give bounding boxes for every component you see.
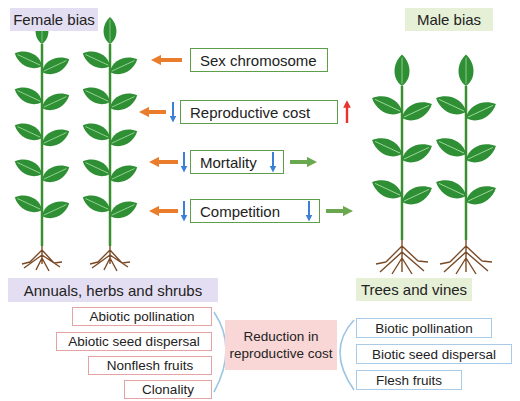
plant-leaf [104, 17, 117, 44]
plant-leaf [399, 97, 436, 125]
effect-arrow [144, 110, 166, 114]
group-header: Trees and vines [356, 278, 472, 301]
female-plant [80, 17, 140, 271]
trait-box: Biotic pollination [356, 318, 492, 338]
plant-leaf [80, 83, 113, 109]
plant-leaf [12, 191, 45, 217]
plant-leaf [433, 91, 470, 119]
box-text: Reduction in reproductive cost [225, 328, 337, 362]
plant-leaf [399, 181, 436, 209]
trait-box: Abiotic pollination [72, 307, 212, 326]
box-text: Mortality [200, 154, 283, 171]
group-header: Male bias [405, 8, 493, 31]
plant-leaf [80, 119, 113, 145]
plant-leaf [395, 55, 410, 87]
plant-leaf [12, 83, 45, 109]
box-text: Reproductive cost [190, 104, 337, 121]
plant-leaf [369, 133, 406, 161]
box-text: Annuals, herbs and shrubs [24, 282, 202, 299]
plant-leaf [12, 155, 45, 181]
effect-arrow [154, 160, 178, 164]
plant-leaf [39, 125, 72, 151]
plant-leaf [80, 47, 113, 73]
plant-leaf [399, 139, 436, 167]
factor-box: Mortality [190, 150, 284, 174]
box-text: Trees and vines [361, 281, 467, 298]
box-text: Female bias [13, 11, 95, 28]
group-header: Annuals, herbs and shrubs [8, 278, 218, 302]
trait-box: Flesh fruits [356, 370, 462, 390]
plant-leaf [39, 53, 72, 79]
plant-leaf [459, 55, 474, 87]
plant-leaf [369, 175, 406, 203]
effect-arrow [326, 209, 348, 213]
trait-box: Biotic seed dispersal [356, 344, 512, 364]
decrease-arrow [172, 102, 174, 119]
plant-leaf [107, 125, 140, 151]
male-plant [433, 55, 499, 275]
summary-box: Reduction in reproductive cost [225, 320, 337, 370]
box-text: Sex chromosome [200, 52, 327, 69]
factor-box: Sex chromosome [190, 48, 328, 72]
plant-leaf [12, 119, 45, 145]
plant-leaf [39, 197, 72, 223]
decrease-arrow [183, 201, 185, 218]
male-plant [369, 55, 435, 275]
trait-box: Abiotic seed dispersal [56, 332, 212, 351]
box-text: Abiotic seed dispersal [68, 334, 199, 349]
increase-arrow [346, 104, 348, 123]
plant-leaf [433, 133, 470, 161]
plant-roots [22, 246, 62, 271]
plant-leaf [463, 139, 500, 167]
box-text: Clonality [142, 382, 194, 397]
box-text: Abiotic pollination [89, 309, 194, 324]
plant-leaf [12, 47, 45, 73]
group-header: Female bias [10, 8, 98, 31]
effect-arrow [156, 58, 182, 62]
effect-arrow [290, 160, 312, 164]
decrease-arrow [183, 152, 185, 169]
plant-leaf [80, 155, 113, 181]
plant-leaf [369, 91, 406, 119]
bracket [340, 320, 354, 390]
plant-leaf [463, 97, 500, 125]
box-text: Male bias [417, 11, 481, 28]
plant-leaf [107, 89, 140, 115]
female-plant [12, 17, 72, 271]
plant-leaf [433, 175, 470, 203]
plant-leaf [463, 181, 500, 209]
plant-leaf [107, 197, 140, 223]
plant-leaf [39, 161, 72, 187]
box-text: Biotic pollination [375, 321, 473, 336]
plant-leaf [107, 53, 140, 79]
effect-arrow [154, 209, 178, 213]
box-text: Flesh fruits [376, 373, 442, 388]
plant-roots [440, 240, 492, 274]
factor-box: Competition [190, 199, 320, 223]
box-text: Biotic seed dispersal [372, 347, 496, 362]
trait-box: Nonflesh fruits [88, 356, 212, 375]
factor-box: Reproductive cost [180, 100, 338, 124]
plant-leaf [39, 89, 72, 115]
trait-box: Clonality [124, 380, 212, 399]
plant-leaf [107, 161, 140, 187]
plant-leaf [80, 191, 113, 217]
box-text: Nonflesh fruits [107, 358, 193, 373]
box-text: Competition [200, 203, 319, 220]
plant-roots [90, 246, 130, 271]
plant-roots [376, 240, 428, 274]
